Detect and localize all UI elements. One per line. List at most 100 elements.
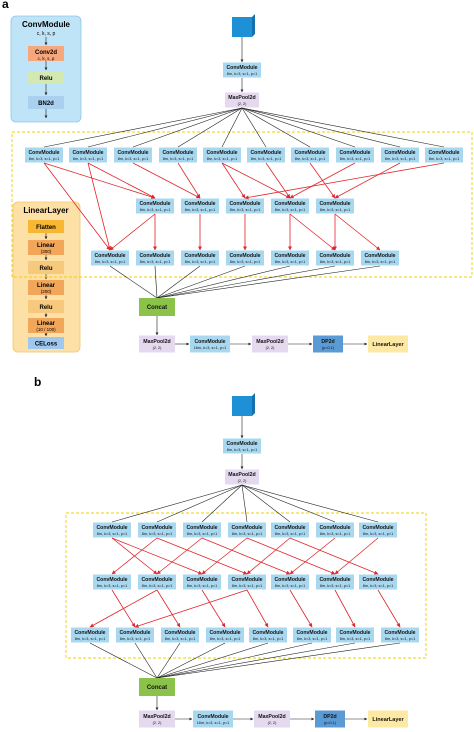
b-row2-convmodule-5-params: 8m, k=3, s=1, p=1 <box>320 584 351 588</box>
a-row3-convmodule-0-params: 8m, k=3, s=1, p=1 <box>95 260 126 264</box>
b-edge-r3-concat-0 <box>89 642 158 679</box>
a-edge-r1-r2-6 <box>265 162 291 199</box>
b-edge-pool-r1-1 <box>156 484 243 523</box>
b-bottom-3-rect <box>315 710 345 728</box>
a-row1-convmodule-0-rect <box>25 147 63 163</box>
b-row2-convmodule-4-title: ConvModule <box>274 577 305 583</box>
b-top-maxpool-title: MaxPool2d <box>228 472 255 478</box>
b-row3-convmodule-3-params: 8m, k=3, s=1, p=1 <box>210 637 241 641</box>
b-row2-convmodule-2-rect <box>183 574 221 590</box>
b-row3-convmodule-6-params: 8m, k=3, s=1, p=1 <box>340 637 371 641</box>
a-edge-r3-concat-1 <box>154 265 158 299</box>
a-edge-r3-concat-0 <box>109 265 158 299</box>
b-row2-convmodule-0-params: 8m, k=3, s=1, p=1 <box>97 584 128 588</box>
a-bottom-4-rect <box>368 335 408 353</box>
b-row3-convmodule-5-params: 8m, k=3, s=1, p=1 <box>297 637 328 641</box>
b-edge-r3-concat-5 <box>156 642 313 679</box>
b-edge-r1-r2-4 <box>156 537 203 575</box>
b-row2-convmodule-0-rect <box>93 574 131 590</box>
a-row3-convmodule-2-params: 8m, k=3, s=1, p=1 <box>185 260 216 264</box>
b-row3-convmodule-6-title: ConvModule <box>339 630 370 636</box>
legend-relu2-block <box>28 300 64 313</box>
b-concat-block: Concat <box>139 678 175 696</box>
a-row3-convmodule-5-title: ConvModule <box>319 253 350 259</box>
a-bottom-0-title: MaxPool2d <box>143 339 170 345</box>
b-row1-convmodule-5-params: 8m, k=3, s=1, p=1 <box>320 532 351 536</box>
b-row3-convmodule-3-title: ConvModule <box>209 630 240 636</box>
a-edge-r1-r2-3 <box>177 162 201 199</box>
a-edge-pool-r1-7 <box>241 107 356 148</box>
a-row2-convmodule-2-rect <box>226 198 264 214</box>
a-row3-convmodule-1-params: 8m, k=3, s=1, p=1 <box>140 260 171 264</box>
b-row3-convmodule-7-params: 8m, k=3, s=1, p=1 <box>385 637 416 641</box>
a-row1-convmodule-4-rect <box>203 147 241 163</box>
b-bottom-4-rect <box>368 710 408 728</box>
a-row3-convmodule-0-rect <box>91 250 129 266</box>
b-edge-r3-concat-2 <box>156 642 181 679</box>
b-bottom-0-params: (2, 2) <box>153 721 163 725</box>
b-row3-convmodule-5-title: ConvModule <box>296 630 327 636</box>
legend-conv2d-label: Conv2d <box>35 50 57 56</box>
a-row3-convmodule-2-rect <box>181 250 219 266</box>
legend-relu-block <box>28 71 64 84</box>
b-row1-convmodule-1-title: ConvModule <box>141 525 172 531</box>
legend-linear3-block <box>28 318 64 333</box>
a-row1-convmodule-6-title: ConvModule <box>294 150 325 156</box>
b-row2-convmodule-6-rect <box>359 574 397 590</box>
a-edge-r3-concat-2 <box>156 265 201 299</box>
a-row3-convmodule-0-title: ConvModule <box>94 253 125 259</box>
b-row2-convmodule-1-title: ConvModule <box>141 577 172 583</box>
a-top-maxpool: MaxPool2d(2, 2) <box>225 92 259 108</box>
a-input-block <box>232 17 252 37</box>
b-row1-convmodule-4-title: ConvModule <box>274 525 305 531</box>
a-top-maxpool-title: MaxPool2d <box>228 95 255 101</box>
b-edge-r1-r2-11 <box>334 537 379 575</box>
b-edge-pool-r1-4 <box>241 484 291 523</box>
a-row3-convmodule-2-title: ConvModule <box>184 253 215 259</box>
a-bottom-1-params: 16m, k=3, s=1, p=1 <box>194 346 227 350</box>
b-row3-convmodule-5-rect <box>293 627 331 643</box>
b-top-maxpool-params: (2, 2) <box>238 479 248 483</box>
b-row3-convmodule-1-rect <box>116 627 154 643</box>
b-edge-r3-concat-3 <box>156 642 226 679</box>
b-edge-pool-r1-6 <box>241 484 379 523</box>
a-row3-convmodule-6-rect <box>361 250 399 266</box>
b-edge-r3-concat-1 <box>134 642 158 679</box>
a-row1-convmodule-7-rect <box>336 147 374 163</box>
a-row1-convmodule-8-rect <box>381 147 419 163</box>
a-row3-convmodule-6-params: 8m, k=3, s=1, p=1 <box>365 260 396 264</box>
a-row1-convmodule-5-title: ConvModule <box>250 150 281 156</box>
a-edge-pool-r1-6 <box>241 107 311 148</box>
a-row2-convmodule-0-title: ConvModule <box>139 201 170 207</box>
b-edge-r1-r2-5 <box>201 537 291 575</box>
b-row2-convmodule-3-title: ConvModule <box>231 577 262 583</box>
b-edge-pool-r1-2 <box>201 484 243 523</box>
legend-convmodule-title: ConvModule <box>22 20 71 29</box>
a-row2-convmodule-1-params: 8m, k=3, s=1, p=1 <box>185 208 216 212</box>
b-input-side <box>252 393 255 416</box>
a-row1-convmodule-6-rect <box>291 147 329 163</box>
a-row1-convmodule-9-title: ConvModule <box>428 150 459 156</box>
panel-label-b: b <box>34 375 41 389</box>
b-bottom-0-title: MaxPool2d <box>143 714 170 720</box>
a-row2-convmodule-2-title: ConvModule <box>229 201 260 207</box>
a-edge-pool-r1-3 <box>177 107 243 148</box>
a-row3-convmodule-4-params: 8m, k=3, s=1, p=1 <box>275 260 306 264</box>
a-row1-convmodule-2-title: ConvModule <box>117 150 148 156</box>
a-row1-convmodule-8-params: 8m, k=3, s=1, p=1 <box>385 157 416 161</box>
b-bottom-0-rect <box>139 710 175 728</box>
a-top-convmodule-rect <box>223 62 261 78</box>
b-row3-convmodule-0-rect <box>71 627 109 643</box>
